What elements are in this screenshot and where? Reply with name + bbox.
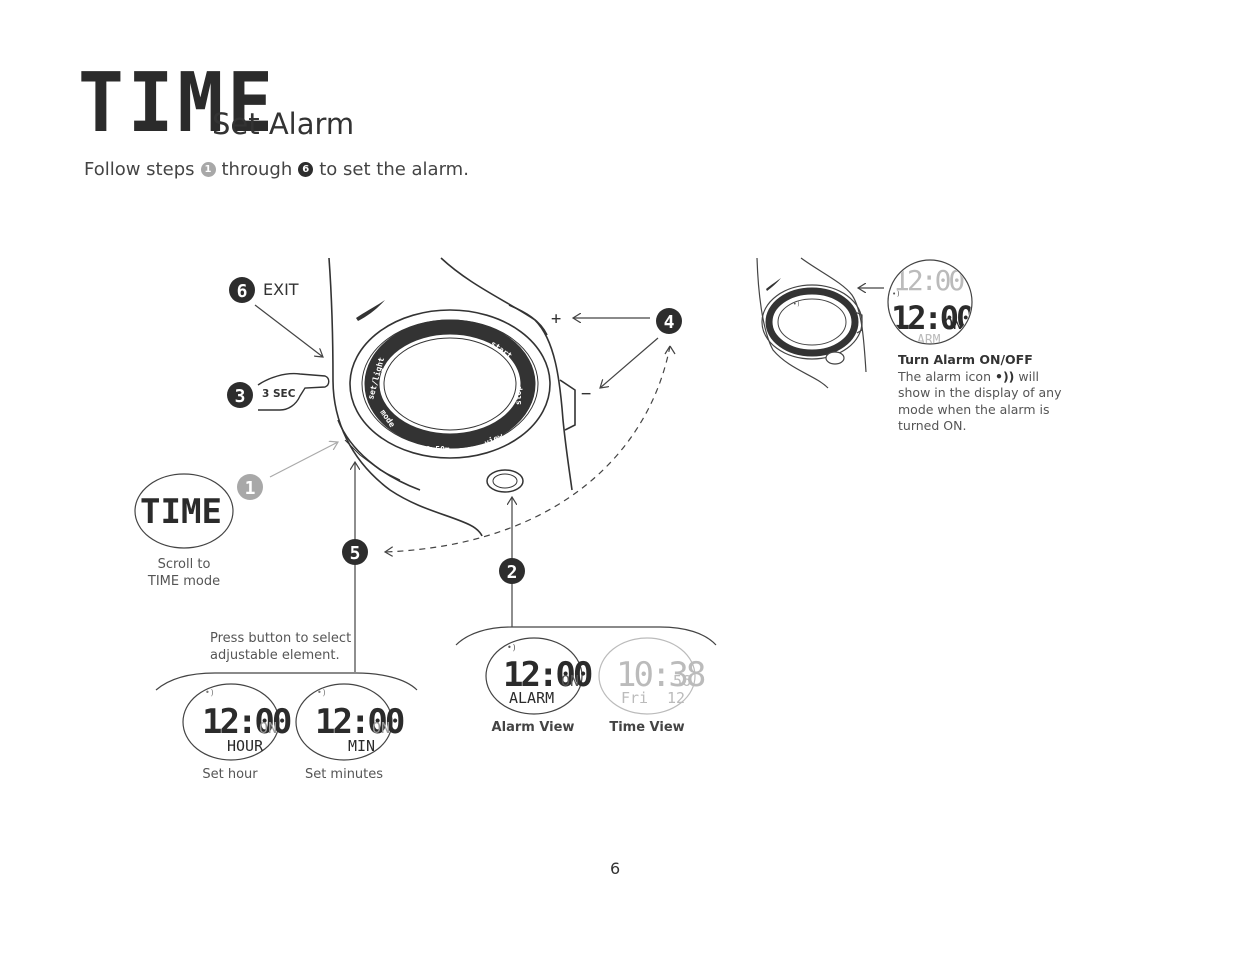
svg-text:•): •) [507,643,517,652]
time-mode-display [134,473,234,549]
bezel-stop: stop [514,386,523,405]
time-view-seconds: 56 [673,672,691,690]
svg-text:4: 4 [664,312,675,333]
set-hour-word: HOUR [227,737,264,755]
set-minutes-display [295,683,393,761]
time-view-time: 10:38 [616,655,705,695]
bezel-water: h2O 50m [416,445,450,454]
set-hour-time: 12:00 [202,702,291,742]
svg-text:•): •) [793,301,800,308]
page-number: 6 [610,859,621,878]
alarm-view-suffix: ON [561,672,579,690]
mode-title: TIME [78,54,278,151]
svg-text:5: 5 [350,543,361,564]
step-5-marker: 5 [342,539,368,565]
minus-label: − [581,384,591,404]
svg-text:1: 1 [245,478,256,499]
step-2-marker: 2 [499,558,525,584]
svg-text:•): •) [317,688,327,697]
set-minutes-word: MIN [348,737,375,755]
time-view-day: Fri [621,689,648,707]
intro-suffix: to set the alarm. [319,159,469,180]
set-hour-display [182,683,280,761]
set-hour-suffix: ON [259,719,277,737]
set-minutes-caption: Set minutes [304,767,384,782]
step-6-marker: 6 [229,277,255,303]
exit-label: EXIT [263,280,299,299]
intro-middle: through [221,159,293,180]
time-mode-caption: Scroll to TIME mode [147,557,221,589]
watch-bezel [364,319,536,449]
step-six-icon: 6 [298,162,314,177]
time-view-caption: Time View [609,720,685,735]
alarm-icon: •)) [994,368,1015,384]
alarm-toggle-line1: The alarm icon •)) will [898,368,1040,384]
alarm-view-display [485,637,583,715]
hold-duration-label: 3 SEC [262,388,296,400]
time-view-date: 12 [667,689,685,707]
view-button [486,469,524,493]
alarm-on-display [887,259,973,345]
step-1-marker: 1 [237,474,263,500]
alarm-view-time: 12:00 [503,655,592,695]
brand-logo [356,300,385,321]
alarm-on-time: 12:00 [891,299,974,337]
alarm-toggle-note: Turn Alarm ON/OFF The alarm icon •)) wil… [898,352,1073,435]
time-mode-text: TIME [140,492,222,532]
step-4-marker: 4 [656,308,682,334]
adjust-instruction: Press button to select adjustable elemen… [210,631,352,663]
alarm-toggle-title: Turn Alarm ON/OFF [898,352,1033,367]
svg-text:3: 3 [235,386,246,407]
set-minutes-suffix: ON [372,719,390,737]
alarm-view-caption: Alarm View [491,720,575,735]
svg-text:2: 2 [507,562,518,583]
plus-label: + [551,309,561,329]
small-watch [756,257,867,389]
set-hour-caption: Set hour [202,767,258,782]
page-title: Set Alarm [212,107,355,141]
step-one-icon: 1 [200,162,216,177]
alarm-on-word: ARM [917,333,941,348]
alarm-on-suffix: ON [944,315,962,333]
intro-text: Follow steps 1 through 6 to set the alar… [84,159,469,180]
step-3-marker: 3 [227,382,253,408]
watch-body [328,257,576,537]
hand-press [257,372,330,411]
svg-text:6: 6 [237,281,248,302]
set-minutes-time: 12:00 [315,702,404,742]
intro-prefix: Follow steps [84,159,195,180]
svg-text:•): •) [205,688,215,697]
time-view-display [598,637,696,715]
svg-text:•): •) [892,290,900,298]
alarm-view-word: ALARM [509,689,554,707]
